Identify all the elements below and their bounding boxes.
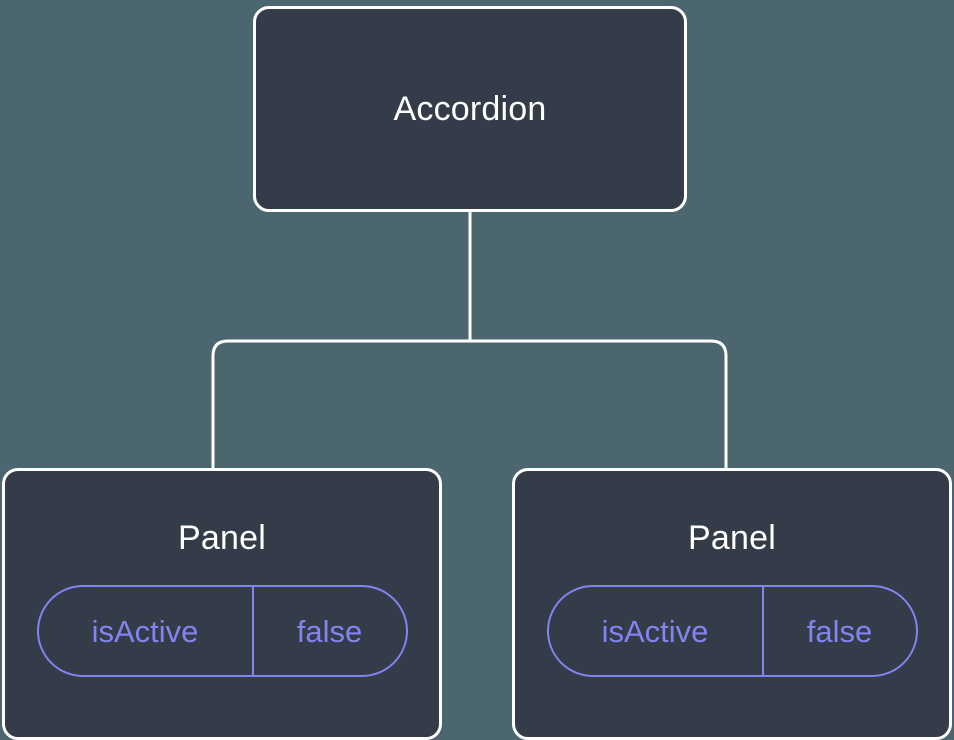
prop-value-label: false bbox=[761, 587, 916, 675]
node-panel-left-title: Panel bbox=[178, 519, 266, 557]
edge-branch-bus bbox=[211, 339, 728, 468]
prop-pill-isactive-right[interactable]: isActive false bbox=[546, 585, 918, 677]
node-panel-left[interactable]: Panel isActive false bbox=[2, 468, 442, 740]
prop-value-label: false bbox=[251, 587, 406, 675]
prop-key-label: isActive bbox=[91, 613, 199, 649]
prop-key-label: isActive bbox=[601, 613, 709, 649]
node-accordion[interactable]: Accordion bbox=[253, 6, 687, 212]
node-panel-right-title: Panel bbox=[688, 519, 776, 557]
node-panel-right[interactable]: Panel isActive false bbox=[512, 468, 952, 740]
node-accordion-title: Accordion bbox=[393, 90, 547, 128]
prop-pill-isactive-left[interactable]: isActive false bbox=[36, 585, 408, 677]
